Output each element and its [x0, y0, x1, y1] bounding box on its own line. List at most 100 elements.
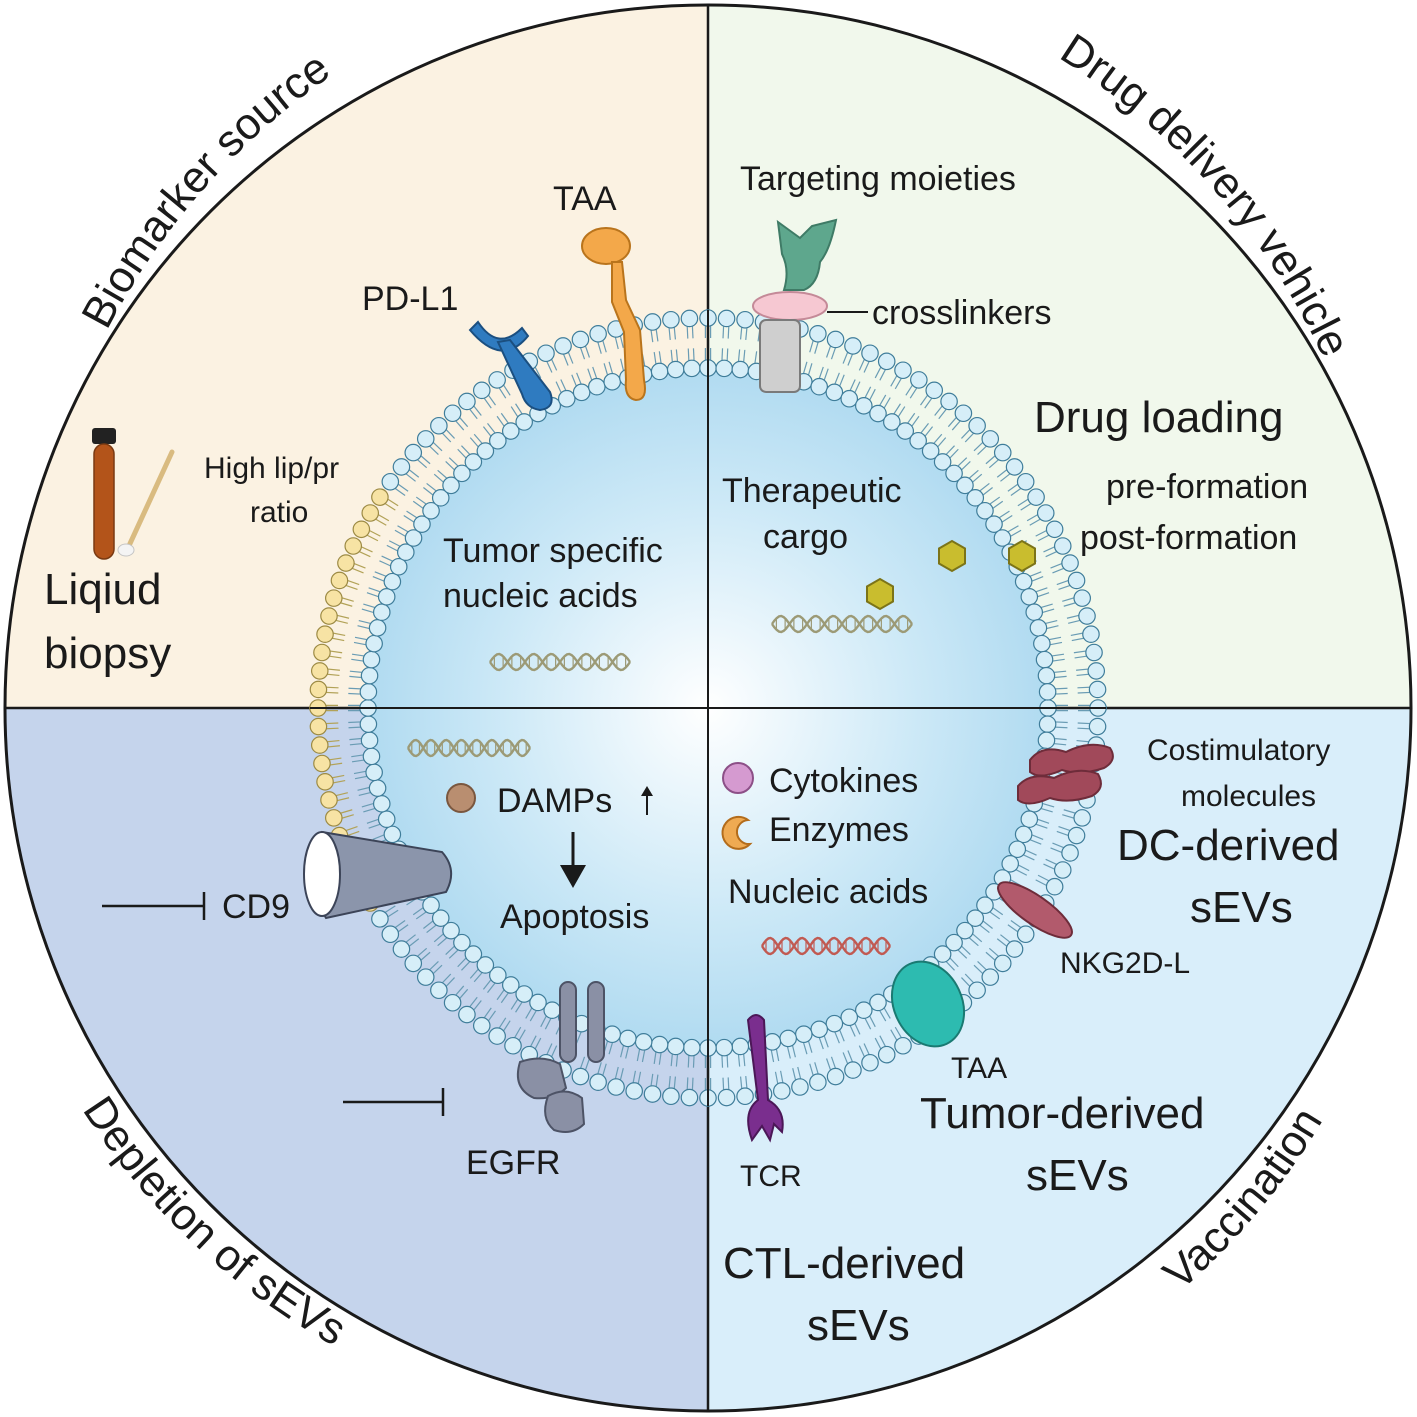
lipid-head	[1038, 715, 1057, 733]
lipid-head	[1005, 458, 1024, 476]
costimulatory-molecules	[1017, 743, 1114, 805]
nkg2d-l-icon	[997, 881, 1073, 939]
taa-top-stalk	[611, 261, 646, 402]
lipid-head	[883, 413, 901, 431]
label-nkg2d-l: NKG2D-L	[1060, 947, 1190, 980]
label-apoptosis: Apoptosis	[500, 898, 649, 936]
crosslinker-icon	[752, 291, 828, 321]
lipid-head	[976, 501, 994, 520]
label-drug-loading: Drug loading	[1034, 393, 1284, 442]
lipid-head	[910, 371, 928, 389]
lipid-head	[458, 392, 476, 411]
lipid-head	[662, 1087, 680, 1106]
lipid-head	[945, 464, 963, 483]
label-nucleic-acids: Nucleic acids	[728, 873, 928, 911]
lipid-head	[392, 458, 411, 476]
drug-hexagon-2	[1008, 539, 1036, 573]
inhibition-egfr-icon	[343, 1088, 445, 1116]
egfr-stalk-left	[559, 981, 577, 1063]
lipid-head	[715, 359, 733, 378]
lipid-head	[359, 683, 378, 701]
lipid-head	[1001, 854, 1020, 873]
label-ctl-derived: CTL-derived	[723, 1239, 965, 1288]
lipid-head	[840, 1008, 859, 1027]
lipid-head	[625, 1082, 643, 1100]
lipid-head	[472, 1016, 491, 1035]
lipid-head	[504, 1036, 522, 1055]
cytokine-icon	[722, 762, 754, 794]
egfr-icon-right	[544, 1090, 586, 1133]
lipid-head	[1008, 840, 1027, 859]
lipid-head	[404, 529, 423, 547]
lipid-head	[731, 360, 750, 379]
lipid-head	[1016, 472, 1035, 491]
lipid-head	[1067, 571, 1086, 590]
lipid-head	[736, 310, 754, 329]
lipid-head	[809, 1073, 827, 1092]
lipid-head	[443, 404, 462, 423]
lipid-head	[773, 1082, 791, 1100]
lipid-head	[488, 371, 506, 389]
lipid-head	[683, 1038, 701, 1057]
lipid-head	[309, 680, 328, 699]
label-cytokines: Cytokines	[769, 762, 918, 800]
lipid-head	[662, 310, 680, 329]
lipid-head	[968, 981, 986, 1000]
lipid-head	[361, 504, 380, 522]
label-high-lip-2: ratio	[250, 496, 308, 529]
lipid-head	[404, 443, 423, 462]
lipid-head	[537, 344, 555, 363]
lipid-head	[431, 489, 450, 507]
lipid-head	[603, 372, 622, 391]
lipid-head	[324, 809, 343, 827]
lipid-head	[1045, 877, 1064, 896]
lipid-head	[643, 1085, 662, 1103]
lipid-head	[381, 925, 400, 944]
lipid-head	[869, 404, 887, 423]
lipid-head	[464, 453, 483, 471]
lipid-head	[1005, 940, 1024, 958]
lipid-head	[715, 1038, 733, 1057]
lipid-head	[324, 589, 343, 607]
lipid-head	[810, 377, 829, 396]
lipid-head	[1038, 683, 1057, 701]
lipid-head	[431, 909, 450, 927]
lipid-head	[921, 442, 940, 460]
lipid-head	[717, 309, 736, 328]
down-arrow-icon	[560, 832, 586, 888]
label-dc-derived: DC-derived	[1117, 821, 1340, 870]
lipid-head	[976, 896, 994, 915]
label-damps: DAMPs	[497, 782, 612, 820]
lipid-head	[488, 1027, 506, 1045]
lipid-head	[1036, 504, 1055, 522]
lipid-head	[666, 360, 685, 379]
lipid-head	[809, 324, 827, 343]
lipid-head	[925, 381, 944, 400]
lipid-head	[337, 554, 355, 572]
lipid-head	[396, 543, 415, 562]
lipid-head	[529, 993, 547, 1012]
lipid-head	[359, 715, 378, 733]
lipid-head	[501, 976, 520, 994]
lipid-head	[680, 1088, 699, 1107]
lipid-head	[587, 377, 606, 396]
lipid-head	[1033, 634, 1051, 653]
lipid-head	[515, 985, 533, 1003]
lipid-head	[1073, 589, 1092, 607]
lipid-head	[392, 940, 411, 958]
lipid-head	[313, 754, 331, 773]
lipid-head	[389, 557, 408, 576]
lipid-head	[1037, 666, 1056, 685]
lipid-head	[571, 1067, 590, 1086]
lipid-head	[861, 1053, 879, 1072]
lipid-head	[404, 954, 423, 973]
lipid-head	[643, 313, 662, 331]
dna-icon-bl	[406, 738, 532, 758]
label-enzymes: Enzymes	[769, 811, 909, 849]
lipid-head	[416, 430, 435, 448]
lipid-head	[945, 933, 963, 952]
lipid-head	[515, 413, 533, 431]
lipid-head	[956, 476, 974, 495]
lipid-head	[464, 945, 483, 963]
